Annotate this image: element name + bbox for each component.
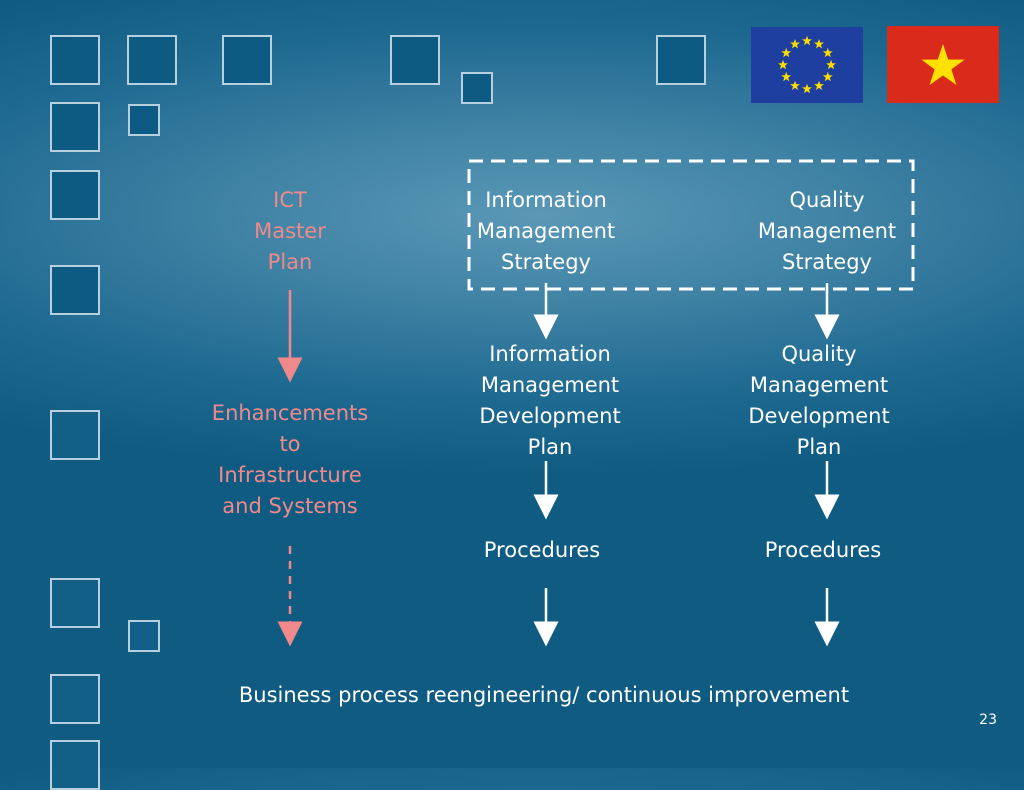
decorative-square <box>656 35 706 85</box>
vietnam-flag-icon <box>887 26 999 103</box>
eu-star-icon <box>822 47 833 58</box>
enhancements-label: Enhancements to Infrastructure and Syste… <box>211 401 369 518</box>
eu-star-icon <box>802 83 812 94</box>
decorative-square <box>461 72 493 104</box>
decorative-square <box>128 620 160 652</box>
information-management-development-plan-label: Information Management Development Plan <box>479 342 621 459</box>
decorative-square <box>222 35 272 85</box>
decorative-square <box>50 410 100 460</box>
decorative-square <box>50 578 100 628</box>
decorative-square <box>127 35 177 85</box>
business-process-label: Business process reengineering/ continuo… <box>238 683 850 707</box>
eu-star-icon <box>814 80 824 90</box>
eu-star-icon <box>790 80 800 90</box>
decorative-square <box>50 265 100 315</box>
eu-star-icon <box>790 39 800 49</box>
eu-flag-icon <box>751 27 863 103</box>
ict-master-plan-label: ICT Master Plan <box>254 188 326 274</box>
eu-star-icon <box>822 71 833 82</box>
decorative-square <box>390 35 440 85</box>
eu-star-icon <box>814 39 824 49</box>
procedures-label-right: Procedures <box>764 538 882 562</box>
star-icon <box>921 44 965 85</box>
slide-number: 23 <box>979 712 997 728</box>
eu-star-icon <box>781 71 792 82</box>
information-management-strategy-label: Information Management Strategy <box>476 188 616 274</box>
quality-management-strategy-label: Quality Management Strategy <box>757 188 897 274</box>
eu-star-icon <box>826 59 836 70</box>
eu-star-icon <box>778 59 788 70</box>
procedures-label-left: Procedures <box>483 538 601 562</box>
diagram-connectors <box>277 159 915 647</box>
decorative-square <box>50 35 100 85</box>
decorative-square <box>128 104 160 136</box>
decorative-square <box>50 170 100 220</box>
quality-management-development-plan-label: Quality Management Development Plan <box>748 342 890 459</box>
eu-star-icon <box>802 35 812 46</box>
decorative-square <box>50 102 100 152</box>
decorative-square <box>50 674 100 724</box>
strategy-group-box <box>467 159 915 291</box>
eu-star-icon <box>781 47 792 58</box>
